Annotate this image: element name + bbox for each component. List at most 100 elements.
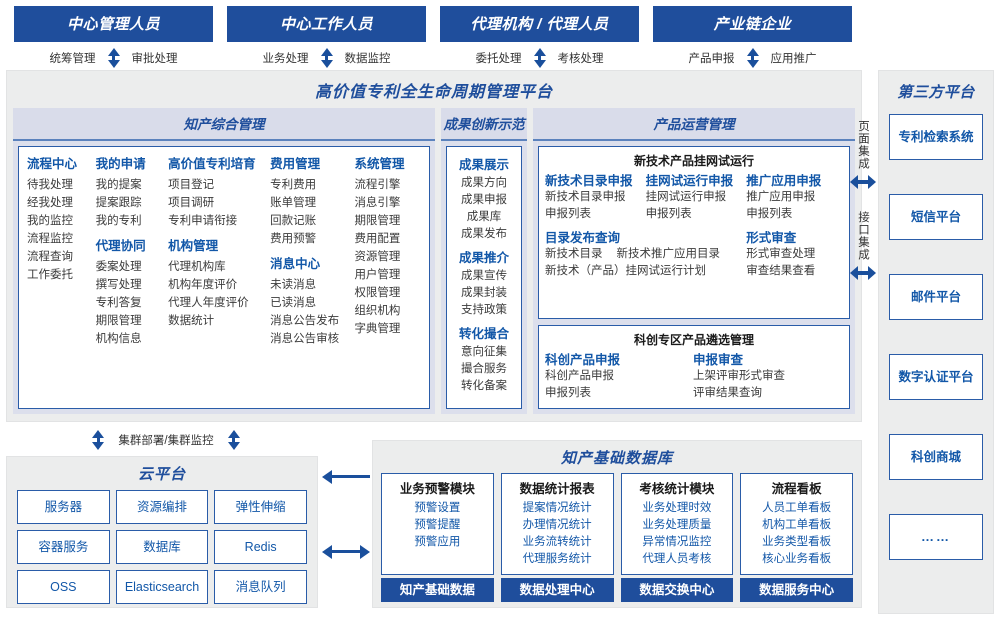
menu-item[interactable]: 账单管理 xyxy=(270,197,317,209)
menu-item[interactable]: 代理人年度评价 xyxy=(168,297,249,309)
menu-item[interactable]: 字典管理 xyxy=(354,323,401,335)
menu-item[interactable]: 我的专利 xyxy=(95,215,142,227)
third-party-item-sms[interactable]: 短信平台 xyxy=(889,194,983,240)
menu-group-title[interactable]: 费用管理 xyxy=(270,157,321,171)
third-party-item-digital-cert[interactable]: 数字认证平台 xyxy=(889,354,983,400)
cloud-cell-elasticsearch[interactable]: Elasticsearch xyxy=(115,570,209,604)
menu-item[interactable]: 推广应用申报 xyxy=(746,191,816,203)
menu-item[interactable]: 已读消息 xyxy=(270,297,317,309)
menu-item[interactable]: 流程查询 xyxy=(27,251,73,263)
db-card-item[interactable]: 业务流转统计 xyxy=(522,536,592,548)
menu-item[interactable]: 数据统计 xyxy=(168,315,215,327)
menu-item[interactable]: 资源管理 xyxy=(354,251,401,263)
db-card-item[interactable]: 业务处理质量 xyxy=(642,519,712,531)
menu-item[interactable]: 成果发布 xyxy=(461,228,507,240)
menu-item[interactable]: 流程引擎 xyxy=(354,179,401,191)
menu-item[interactable]: 挂网试运行申报 xyxy=(645,191,727,203)
menu-item[interactable]: 申报列表 xyxy=(545,387,591,399)
menu-item[interactable]: 审查结果查看 xyxy=(746,265,816,277)
cloud-cell-server[interactable]: 服务器 xyxy=(17,490,110,524)
menu-group-title[interactable]: 成果展示 xyxy=(458,158,509,172)
third-party-item-email[interactable]: 邮件平台 xyxy=(889,274,983,320)
cloud-cell-oss[interactable]: OSS xyxy=(17,570,110,604)
db-footer-chip[interactable]: 知产基础数据 xyxy=(381,578,494,602)
menu-item[interactable]: 成果方向 xyxy=(461,177,507,189)
menu-item[interactable]: 科创产品申报 xyxy=(545,370,614,382)
menu-item[interactable]: 专利费用 xyxy=(270,179,317,191)
menu-group-title[interactable]: 代理协同 xyxy=(95,239,146,253)
cloud-cell-autoscale[interactable]: 弹性伸缩 xyxy=(214,490,307,524)
menu-item[interactable]: 权限管理 xyxy=(354,287,401,299)
menu-item[interactable]: 成果封装 xyxy=(461,287,507,299)
menu-item[interactable]: 未读消息 xyxy=(270,279,317,291)
db-footer-chip[interactable]: 数据处理中心 xyxy=(500,578,614,602)
cloud-cell-orchestration[interactable]: 资源编排 xyxy=(115,490,209,524)
menu-item[interactable]: 工作委托 xyxy=(27,269,73,281)
menu-item[interactable]: 申报列表 xyxy=(746,208,793,220)
menu-item[interactable]: 项目调研 xyxy=(168,197,215,209)
menu-group-title[interactable]: 目录发布查询 xyxy=(545,231,621,245)
menu-item[interactable]: 组织机构 xyxy=(354,305,401,317)
third-party-item-patent-search[interactable]: 专利检索系统 xyxy=(889,114,983,160)
menu-item[interactable]: 费用配置 xyxy=(354,233,401,245)
menu-group-title[interactable]: 推广应用申报 xyxy=(746,174,822,188)
menu-item[interactable]: 经我处理 xyxy=(27,197,73,209)
menu-item[interactable]: 提案跟踪 xyxy=(95,197,142,209)
menu-item[interactable]: 评审结果查询 xyxy=(693,387,762,399)
menu-item[interactable]: 成果库 xyxy=(466,211,502,223)
db-footer-chip[interactable]: 数据交换中心 xyxy=(620,578,734,602)
menu-item[interactable]: 成果宣传 xyxy=(461,270,507,282)
menu-group-title[interactable]: 形式审查 xyxy=(746,231,797,245)
menu-item[interactable]: 代理机构库 xyxy=(168,261,226,273)
menu-group-title[interactable]: 流程中心 xyxy=(27,157,78,171)
cloud-cell-redis[interactable]: Redis xyxy=(214,530,307,564)
menu-item[interactable]: 委案处理 xyxy=(95,261,142,273)
menu-group-title[interactable]: 消息中心 xyxy=(270,257,321,271)
menu-item[interactable]: 专利申请衔接 xyxy=(168,215,238,227)
menu-item[interactable]: 费用预警 xyxy=(270,233,317,245)
menu-item[interactable]: 专利答复 xyxy=(95,297,142,309)
db-card-item[interactable]: 代理服务统计 xyxy=(522,553,592,565)
menu-group-title[interactable]: 高价值专利培育 xyxy=(168,157,256,171)
menu-group-title[interactable]: 新技术目录申报 xyxy=(545,174,633,188)
menu-item[interactable]: 支持政策 xyxy=(461,304,507,316)
menu-item[interactable]: 机构年度评价 xyxy=(168,279,238,291)
cloud-cell-mq[interactable]: 消息队列 xyxy=(214,570,307,604)
menu-group-title[interactable]: 转化撮合 xyxy=(458,327,509,341)
menu-item[interactable]: 用户管理 xyxy=(354,269,401,281)
menu-group-title[interactable]: 申报审查 xyxy=(693,353,744,367)
menu-item[interactable]: 机构信息 xyxy=(95,333,142,345)
menu-item[interactable]: 消息公告发布 xyxy=(270,315,340,327)
db-card-item[interactable]: 预警设置 xyxy=(414,502,461,514)
menu-item[interactable]: 新技术目录 xyxy=(545,248,603,260)
menu-item[interactable]: 项目登记 xyxy=(168,179,215,191)
menu-item[interactable]: 我的提案 xyxy=(95,179,142,191)
menu-item[interactable]: 期限管理 xyxy=(354,215,401,227)
menu-item[interactable]: 申报列表 xyxy=(545,208,591,220)
actor-title[interactable]: 代理机构 / 代理人员 xyxy=(440,6,639,42)
db-card-item[interactable]: 机构工单看板 xyxy=(762,519,832,531)
menu-item[interactable]: 我的监控 xyxy=(27,215,73,227)
menu-group-title[interactable]: 系统管理 xyxy=(354,157,405,171)
db-card-item[interactable]: 提案情况统计 xyxy=(522,502,592,514)
db-card-item[interactable]: 代理人员考核 xyxy=(642,553,712,565)
menu-item[interactable]: 消息引擎 xyxy=(354,197,401,209)
menu-item[interactable]: 消息公告审核 xyxy=(270,333,340,345)
menu-item[interactable]: 成果申报 xyxy=(461,194,507,206)
menu-item[interactable]: 撰写处理 xyxy=(95,279,142,291)
actor-title[interactable]: 中心工作人员 xyxy=(227,6,426,42)
db-card-item[interactable]: 预警应用 xyxy=(414,536,461,548)
db-card-item[interactable]: 人员工单看板 xyxy=(762,502,832,514)
db-card-item[interactable]: 核心业务看板 xyxy=(762,553,832,565)
cloud-cell-container[interactable]: 容器服务 xyxy=(17,530,110,564)
third-party-item-kechuang-mall[interactable]: 科创商城 xyxy=(889,434,983,480)
menu-item[interactable]: 新技术（产品）挂网试运行计划 xyxy=(545,265,706,277)
menu-group-title[interactable]: 科创产品申报 xyxy=(545,353,621,367)
db-card-item[interactable]: 业务类型看板 xyxy=(762,536,832,548)
menu-item[interactable]: 新技术目录申报 xyxy=(545,191,626,203)
menu-group-title[interactable]: 成果推介 xyxy=(458,251,509,265)
menu-item[interactable]: 形式审查处理 xyxy=(746,248,816,260)
menu-item[interactable]: 上架评审形式审查 xyxy=(693,370,785,382)
menu-group-title[interactable]: 我的申请 xyxy=(95,157,146,171)
cloud-cell-database[interactable]: 数据库 xyxy=(115,530,209,564)
